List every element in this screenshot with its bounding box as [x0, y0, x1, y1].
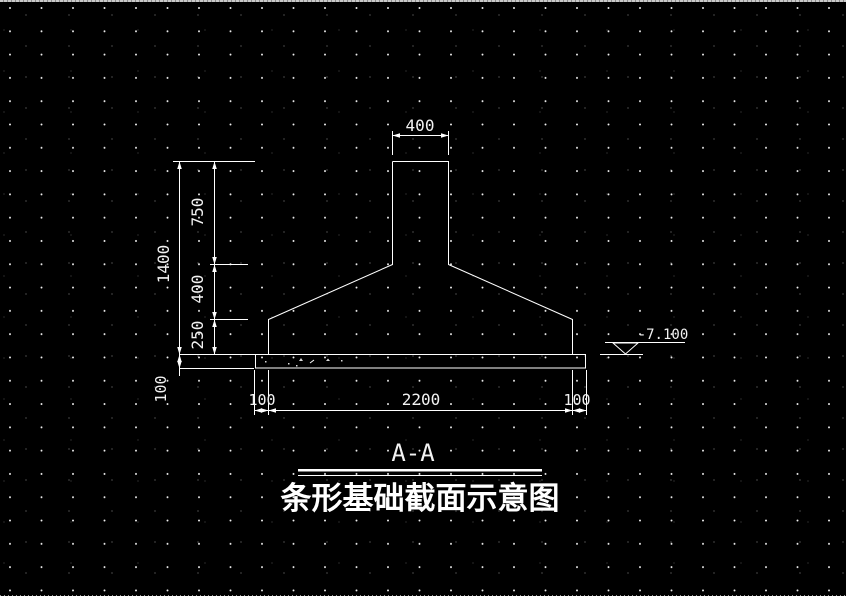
elevation-value: -7.100	[638, 327, 689, 343]
viewport-top-edge	[0, 0, 846, 2]
dim-label-bedding-thickness: 100	[152, 375, 170, 402]
bedding-hatch-speckles	[265, 358, 343, 367]
dim-label-right-overhang: 100	[563, 391, 590, 409]
dim-bottom-chain: 100 2200 100	[248, 370, 591, 415]
elevation-triangle-icon	[611, 342, 640, 355]
dim-left-total: 1400 100	[152, 161, 182, 403]
extension-lines-left	[173, 161, 256, 369]
title-rule-thick	[298, 469, 542, 472]
dim-label-total-height: 1400	[154, 245, 173, 284]
section-label: A-A	[391, 439, 435, 467]
dim-label-stem-height: 750	[188, 198, 207, 227]
bedding-layer	[255, 354, 586, 369]
elevation-marker: -7.100	[600, 327, 688, 355]
dim-label-footing-width: 2200	[402, 390, 441, 409]
dim-label-top-width: 400	[406, 116, 435, 135]
dim-label-slope-height: 400	[188, 275, 207, 304]
dim-label-left-overhang: 100	[248, 391, 275, 409]
dim-top-width: 400	[392, 116, 449, 155]
foundation-outline	[268, 161, 573, 355]
drawing-title: 条形基础截面示意图	[281, 481, 560, 516]
dim-label-edge-height: 250	[188, 321, 207, 350]
title-block: A-A 条形基础截面示意图	[281, 439, 560, 516]
dim-left-chain: 750 400 250	[188, 161, 217, 355]
